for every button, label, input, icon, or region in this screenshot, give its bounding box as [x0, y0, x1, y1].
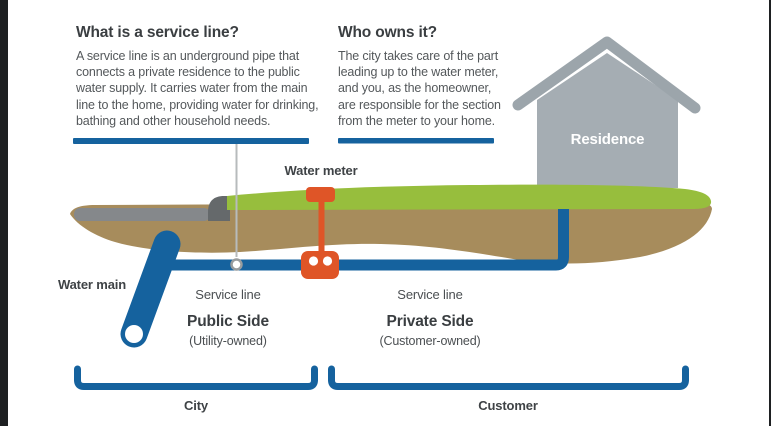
- service-line-public-label: Service line: [195, 287, 261, 302]
- road-surface: [74, 208, 210, 221]
- customer-bracket: [328, 365, 689, 390]
- water-main-label: Water main: [57, 277, 127, 292]
- customer-label: Customer: [478, 398, 538, 413]
- water-meter-label: Water meter: [284, 163, 358, 178]
- private-side-title: Private Side: [386, 313, 474, 330]
- service-line-private-label: Service line: [397, 287, 463, 302]
- who-owns-it-title: Who owns it?: [338, 24, 437, 41]
- what-is-service-line-title: What is a service line?: [76, 24, 239, 41]
- curb: [208, 196, 230, 221]
- city-label: City: [184, 398, 208, 413]
- service-line-pipe: [150, 209, 569, 271]
- water-main-opening: [125, 325, 143, 343]
- public-side-title: Public Side: [187, 313, 269, 330]
- grass: [227, 184, 712, 210]
- water-meter-dial-left: [308, 256, 319, 266]
- water-meter-cap: [306, 187, 335, 202]
- callout-ring: [230, 258, 243, 271]
- city-bracket: [74, 365, 318, 390]
- private-side-subtitle: (Customer-owned): [379, 334, 481, 348]
- right-underline-rule: [338, 138, 494, 144]
- who-owns-it-body: The city takes care of the part leading …: [338, 49, 501, 128]
- residence-label: Residence: [570, 131, 645, 148]
- house-body: [537, 53, 678, 188]
- water-meter-body: [301, 251, 339, 279]
- what-is-service-line-body: A service line is an underground pipe th…: [76, 49, 319, 128]
- left-underline-rule: [73, 138, 309, 144]
- public-side-subtitle: (Utility-owned): [189, 334, 267, 348]
- left-frame-bar: [0, 0, 8, 426]
- soil-ground: [70, 202, 712, 264]
- house-roof: [512, 36, 701, 114]
- water-meter-dial-right: [322, 256, 333, 266]
- right-frame-bar: [769, 0, 771, 426]
- water-main-pipe: [120, 230, 181, 348]
- water-meter-stem: [318, 198, 325, 256]
